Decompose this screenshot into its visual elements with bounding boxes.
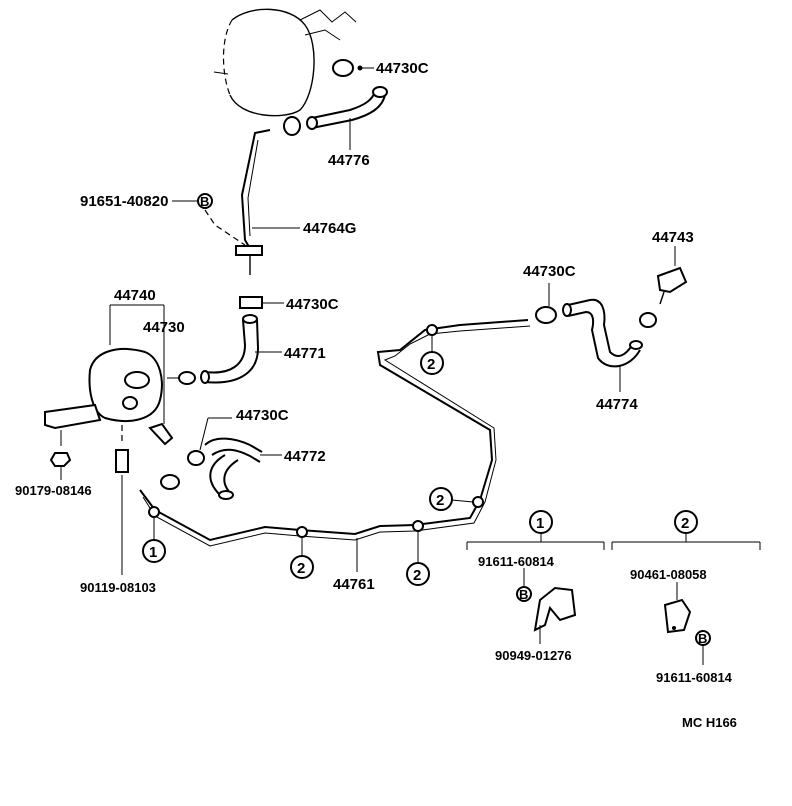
- clamp-44730c-right: [535, 283, 557, 324]
- valve-44743: [639, 246, 688, 328]
- label-44772: 44772: [284, 448, 326, 465]
- detail-2-callout: 2: [681, 515, 689, 532]
- callout-b-3: B: [698, 631, 707, 646]
- label-44761: 44761: [333, 576, 375, 593]
- detail-1-group: 1 B: [466, 510, 605, 644]
- label-90179: 90179-08146: [15, 483, 92, 498]
- callout-b-1: B: [200, 194, 209, 209]
- pipe-44764g: [235, 129, 300, 275]
- callout-markers: 1 2 2 2 2: [142, 335, 474, 586]
- detail-1-label-b: 90949-01276: [495, 648, 572, 663]
- callout-2-b: 2: [413, 567, 421, 584]
- clamp-44730c-mid: [239, 296, 284, 309]
- bolt-b-91651: B: [172, 193, 246, 246]
- hose-44776: [283, 86, 388, 150]
- callout-2-a: 2: [297, 560, 305, 577]
- detail-1-label-a: 91611-60814: [478, 554, 555, 569]
- label-44730c-right: 44730C: [523, 263, 576, 280]
- hose-44771: [200, 314, 282, 384]
- label-44771: 44771: [284, 345, 326, 362]
- detail-2-group: 2 B: [611, 510, 761, 665]
- hose-44772: [204, 437, 282, 500]
- label-44730c-low: 44730C: [236, 407, 289, 424]
- label-44764g: 44764G: [303, 220, 356, 237]
- detail-1-callout: 1: [536, 515, 544, 532]
- clamp-44730c-top: [332, 59, 374, 77]
- label-91651: 91651-40820: [80, 193, 168, 210]
- label-44730: 44730: [143, 319, 185, 336]
- label-44730c-mid: 44730C: [286, 296, 339, 313]
- detail-2-label-b: 91611-60814: [656, 670, 733, 685]
- label-44730c-top: 44730C: [376, 60, 429, 77]
- brake-line-44761: [139, 319, 531, 572]
- hose-44774: [562, 298, 643, 392]
- label-44776: 44776: [328, 152, 370, 169]
- label-90119: 90119-08103: [80, 580, 156, 595]
- bracket-44740: [44, 304, 196, 430]
- label-44743: 44743: [652, 229, 694, 246]
- label-44740: 44740: [114, 287, 156, 304]
- valve-44730: [148, 340, 174, 446]
- bolt-90119: [115, 425, 129, 575]
- callout-2-c: 2: [436, 492, 444, 509]
- callout-2-d: 2: [427, 356, 435, 373]
- brake-booster-drawing: [213, 8, 357, 117]
- nut-90179: [49, 430, 72, 480]
- callout-1-a: 1: [149, 544, 157, 561]
- label-44774: 44774: [596, 396, 638, 413]
- detail-2-label-a: 90461-08058: [630, 567, 707, 582]
- callout-b-2: B: [519, 587, 528, 602]
- clamp-44730c-low: [160, 417, 232, 490]
- diagram-code: MC H166: [682, 715, 737, 730]
